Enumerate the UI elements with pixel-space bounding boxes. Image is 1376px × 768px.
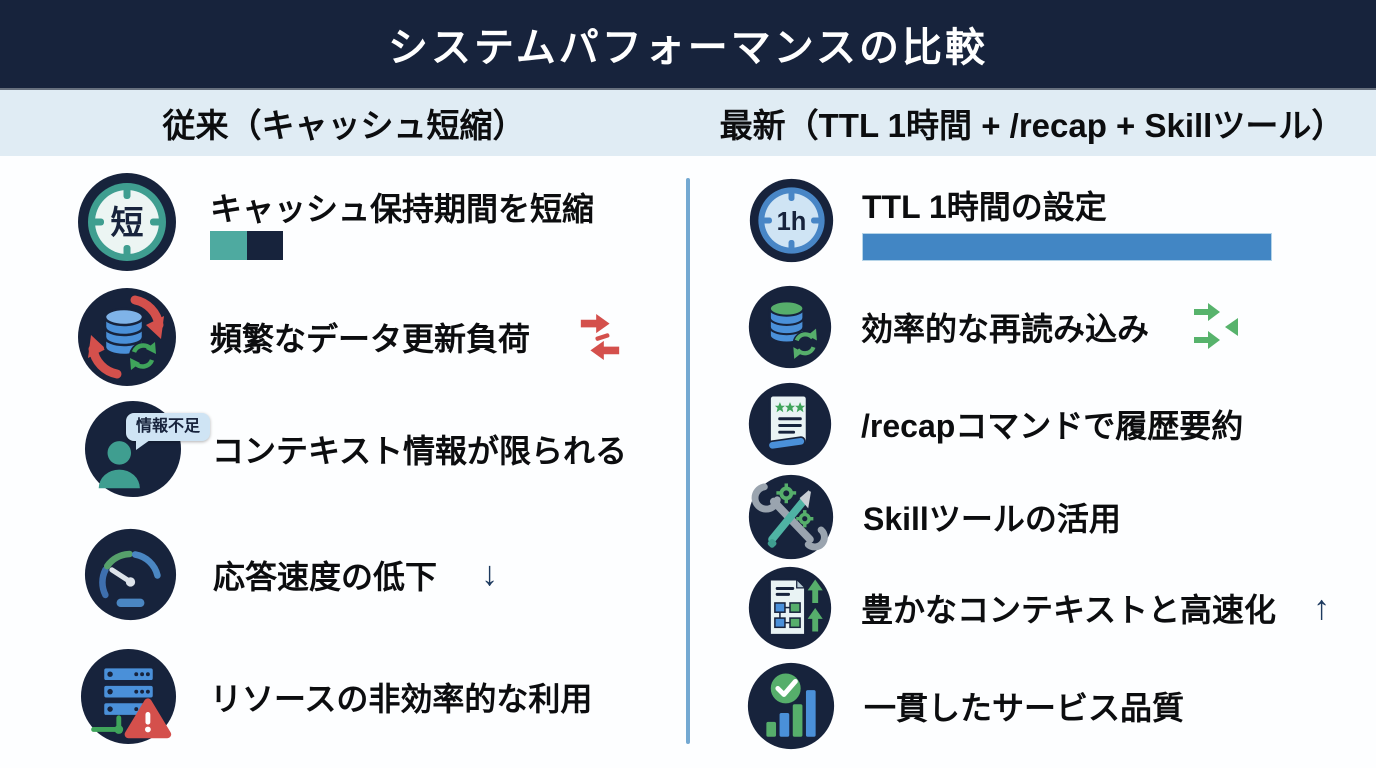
comparison-row: 豊かなコンテキストと高速化 ↑: [748, 566, 1330, 650]
speech-bubble: 情報不足: [126, 413, 211, 451]
clock-1h-label: 1h: [777, 208, 807, 236]
green-merge-arrows-icon: [1194, 303, 1239, 349]
clock-1h-icon: 1h: [749, 178, 834, 263]
speedometer-icon: [84, 528, 177, 621]
database-refresh-red-icon: [77, 287, 177, 387]
row-label: Skillツールの活用: [863, 501, 1121, 537]
page-title: システムパフォーマンスの比較: [388, 26, 988, 70]
row-label: TTL 1時間の設定: [862, 189, 1107, 225]
column-divider: [686, 178, 690, 744]
comparison-row: 一貫したサービス品質: [747, 662, 1184, 750]
row-text: TTL 1時間の設定: [862, 185, 1272, 261]
comparison-row: 情報不足 コンテキスト情報が限られる: [84, 400, 627, 498]
row-text: キャッシュ保持期間を短縮: [210, 186, 594, 260]
comparison-row: リソースの非効率的な利用: [80, 648, 592, 745]
comparison-row: 効率的な再読み込み: [748, 285, 1244, 369]
ttl-duration-bar-new: [862, 233, 1272, 261]
row-label: 一貫したサービス品質: [864, 690, 1185, 726]
chart-check-icon: [747, 662, 835, 750]
column-headers: 従来（キャッシュ短縮） 最新（TTL 1時間 + /recap + Skillツ…: [0, 90, 1376, 156]
person-speech-bubble-icon: 情報不足: [84, 400, 211, 498]
comparison-row: 頻繁なデータ更新負荷: [77, 287, 623, 387]
right-column-header: 最新（TTL 1時間 + /recap + Skillツール）: [719, 107, 1345, 144]
comparison-row: Skillツールの活用: [748, 474, 1121, 560]
row-label: 効率的な再読み込み: [861, 311, 1150, 347]
server-warning-icon: [80, 648, 177, 745]
row-label: 応答速度の低下: [213, 558, 438, 595]
bar-segment-teal: [210, 231, 247, 260]
comparison-row: 短 キャッシュ保持期間を短縮: [77, 172, 594, 272]
title-bar: システムパフォーマンスの比較: [0, 0, 1376, 90]
row-label: /recapコマンドで履歴要約: [861, 408, 1244, 444]
comparison-row: 1h TTL 1時間の設定: [749, 178, 1272, 263]
comparison-row: /recapコマンドで履歴要約: [748, 382, 1243, 466]
database-refresh-green-icon: [748, 285, 832, 369]
tools-icon: [748, 474, 834, 560]
up-arrow-text: ↑: [1313, 588, 1331, 627]
row-label: キャッシュ保持期間を短縮: [210, 191, 595, 227]
comparison-row: 応答速度の低下 ↓: [84, 528, 498, 621]
flowchart-document-icon: [748, 566, 832, 650]
left-column-header: 従来（キャッシュ短縮）: [162, 107, 526, 144]
clock-short-label: 短: [111, 204, 144, 241]
bar-segment-navy: [247, 231, 283, 260]
row-label: コンテキスト情報が限られる: [212, 433, 628, 469]
row-label: 豊かなコンテキストと高速化: [861, 592, 1277, 628]
scroll-stars-icon: [748, 382, 832, 466]
clock-short-icon: 短: [77, 172, 177, 272]
row-label: リソースの非効率的な利用: [210, 680, 593, 717]
row-label: 頻繁なデータ更新負荷: [210, 321, 531, 357]
cache-duration-bar-old: [210, 231, 594, 260]
down-arrow-text: ↓: [481, 555, 499, 593]
red-swap-arrows-icon: [580, 314, 620, 360]
